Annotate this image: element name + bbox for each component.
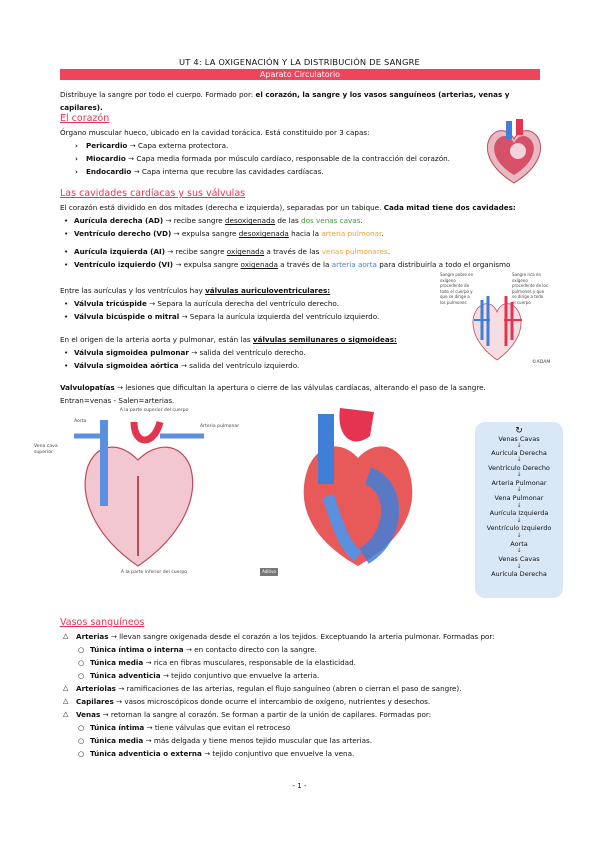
cavidades-list: Aurícula derecha (AD) → recibe sangre de… — [60, 214, 550, 271]
intro-paragraph: Distribuye la sangre por todo el cuerpo.… — [60, 90, 510, 112]
diagram-label-bottom: A la parte inferior del cuerpo — [120, 570, 188, 575]
diagram-label-arteria-pulmonar: Arteria pulmonar — [200, 424, 240, 429]
flow-step: Aurícula Izquierda — [489, 509, 549, 517]
flow-step: Vena Pulmonar — [494, 494, 544, 502]
av-intro: Entre las aurículas y los ventrículos ha… — [60, 286, 331, 295]
section-banner: Aparato Circulatorio — [60, 69, 540, 80]
vasos-list: Arterias → llevan sangre oxigenada desde… — [60, 630, 555, 760]
heart-diagram-labelled: A la parte superior del cuerpo A la part… — [34, 408, 240, 578]
av-valves-section: Entre las aurículas y los ventrículos ha… — [60, 284, 440, 323]
list-item: Válvula sigmoidea aórtica → salida del v… — [60, 359, 440, 372]
list-item: Túnica adventicia → tejido conjuntivo qu… — [76, 669, 555, 682]
list-item: Válvula bicúspide o mitral → Separa la a… — [60, 310, 440, 323]
heart-flow-illustration — [472, 296, 522, 361]
list-item: Túnica media → más delgada y tiene menos… — [76, 734, 555, 747]
list-item: Endocardio → Capa interna que recubre la… — [72, 165, 472, 178]
flow-step: Venas Cavas — [498, 555, 540, 563]
cavidades-description: El corazón está dividido en dos mitades … — [60, 203, 516, 212]
copyright-label: ©ADAM — [532, 360, 551, 365]
list-item: Túnica íntima o interna → en contacto di… — [76, 643, 555, 656]
list-item: Venas → retornan la sangre al corazón. S… — [60, 708, 555, 721]
diagram-label-aorta: Aorta — [74, 419, 87, 424]
heading-corazon: El corazón — [60, 113, 110, 124]
diagram-label-top: A la parte superior del cuerpo — [119, 408, 189, 413]
heart-layers-illustration — [486, 119, 542, 184]
circulation-figure: Sangre pobre en oxígeno procedente de to… — [440, 272, 550, 372]
flow-step: Ventrículo Izquierdo — [486, 524, 552, 532]
semilunar-valves-section: En el origen de la arteria aorta y pulmo… — [60, 333, 440, 372]
valvulopatias-paragraph: Valvulopatías → lesiones que dificultan … — [60, 383, 486, 405]
flow-step: Ventrículo Derecho — [488, 464, 550, 472]
list-item: Arteriolas → ramificaciones de las arter… — [60, 682, 555, 695]
figure-label-right: Sangre rica en oxígeno procedente de los… — [512, 272, 548, 305]
flow-step: Aorta — [510, 540, 528, 548]
page-number: - 1 - — [292, 782, 307, 790]
heart-diagram-anatomical: Aditivo — [258, 406, 460, 578]
list-item: Aurícula izquierda (AI) → recibe sangre … — [60, 245, 550, 258]
list-item: Aurícula derecha (AD) → recibe sangre de… — [60, 214, 550, 227]
corazon-layers-list: Pericardio → Capa externa protectora. Mi… — [72, 139, 472, 178]
list-item: Túnica adventicia o externa → tejido con… — [76, 747, 555, 760]
flow-step: Aurícula Derecha — [491, 570, 547, 578]
document-title: UT 4: LA OXIGENACIÓN Y LA DISTRIBUCIÓN D… — [179, 57, 420, 67]
figure-badge: Aditivo — [260, 568, 278, 576]
list-item: Ventrículo izquierdo (VI) → expulsa sang… — [60, 258, 550, 271]
circulation-flow-chart: ↻ Venas Cavas ↓ Aurícula Derecha ↓ Ventr… — [475, 422, 563, 598]
figure-label-left: Sangre pobre en oxígeno procedente de to… — [440, 272, 474, 305]
heading-cavidades: Las cavidades cardíacas y sus válvulas — [60, 188, 246, 199]
list-item: Válvula sigmoidea pulmonar → salida del … — [60, 346, 440, 359]
diagram-label-vena-cava: Vena cava superior — [34, 444, 58, 455]
heading-vasos: Vasos sanguíneos — [60, 617, 145, 628]
list-item: Túnica íntima → tiene válvulas que evita… — [76, 721, 555, 734]
flow-step: Aurícula Derecha — [491, 449, 547, 457]
flow-step: Arteria Pulmonar — [491, 479, 547, 487]
list-item: Pericardio → Capa externa protectora. — [72, 139, 472, 152]
flow-step: Venas Cavas — [498, 435, 540, 443]
corazon-description: Órgano muscular hueco, ubicado en la cav… — [60, 128, 370, 137]
list-item: Túnica media → rica en fibras musculares… — [76, 656, 555, 669]
sl-intro: En el origen de la arteria aorta y pulmo… — [60, 335, 397, 344]
list-item: Válvula tricúspide → Separa la aurícula … — [60, 297, 440, 310]
list-item: Capilares → vasos microscópicos donde oc… — [60, 695, 555, 708]
refresh-icon: ↻ — [515, 426, 523, 436]
list-item: Ventrículo derecho (VD) → expulsa sangre… — [60, 227, 550, 240]
list-item: Miocardio → Capa media formada por múscu… — [72, 152, 472, 165]
list-item: Arterias → llevan sangre oxigenada desde… — [60, 630, 555, 643]
